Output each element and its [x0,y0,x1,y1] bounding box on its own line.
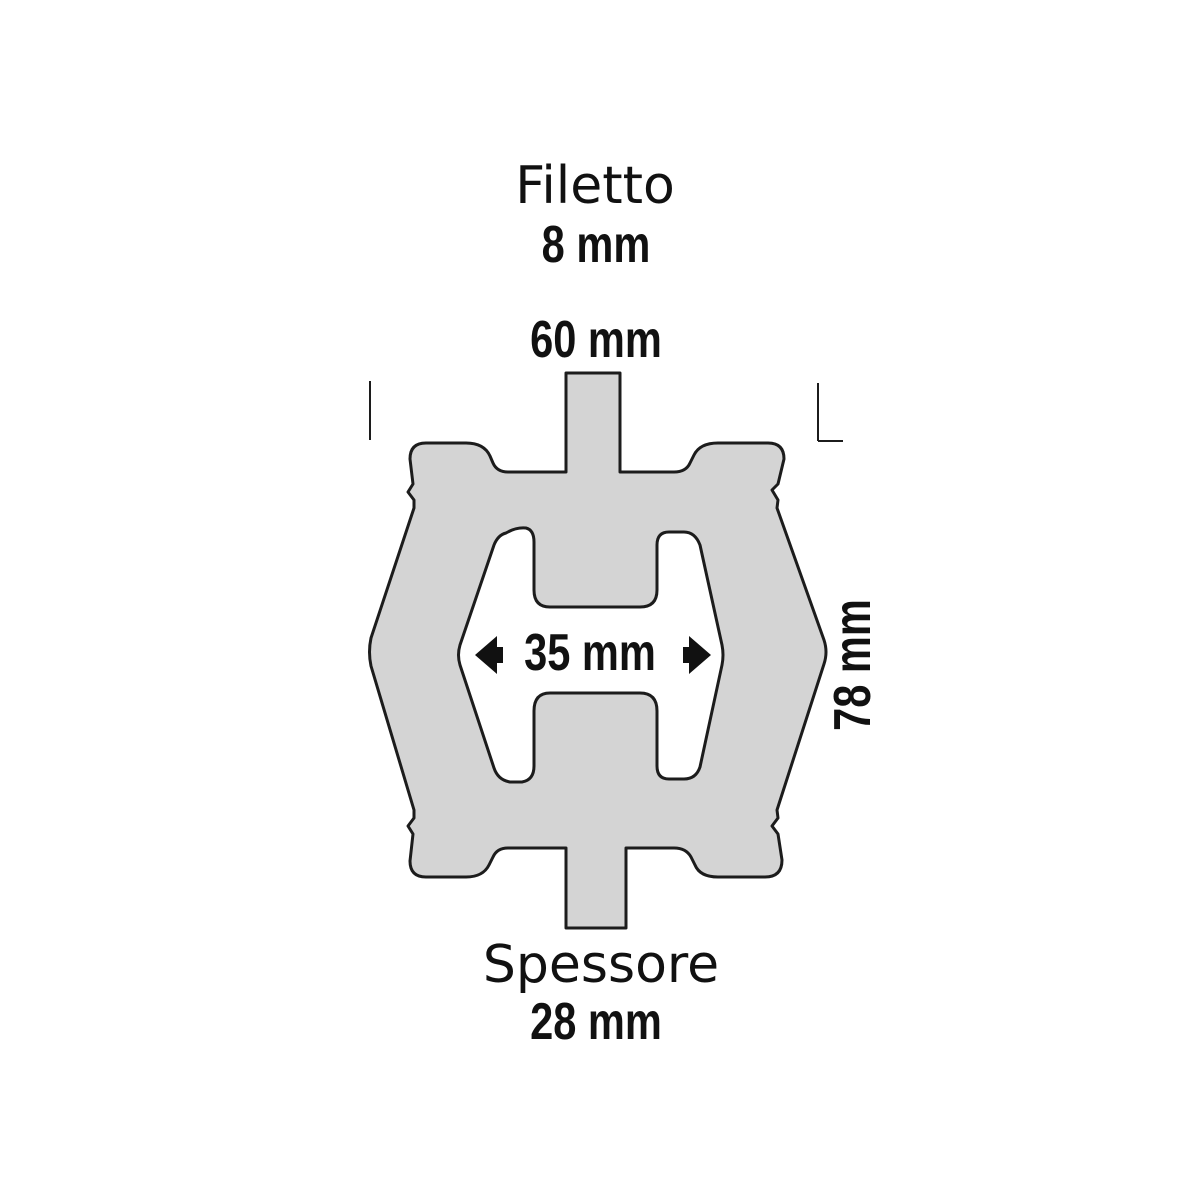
width-value: 60 mm [530,310,662,369]
inner-cavity [457,526,725,784]
height-value: 78 mm [823,599,882,731]
inner-width-value: 35 mm [524,623,656,682]
arrow-left-icon [475,636,503,674]
labels: Filetto 8 mm 60 mm 35 mm 78 mm Spessore … [483,156,881,1050]
profile-cross-section [368,371,828,930]
thread-value: 8 mm [542,215,651,274]
arrow-right-icon [683,636,711,674]
thread-title: Filetto [515,156,675,216]
inner-width-arrows [475,636,711,674]
dimension-ticks [369,381,843,442]
thickness-title: Spessore [483,935,719,995]
thickness-value: 28 mm [530,992,662,1051]
